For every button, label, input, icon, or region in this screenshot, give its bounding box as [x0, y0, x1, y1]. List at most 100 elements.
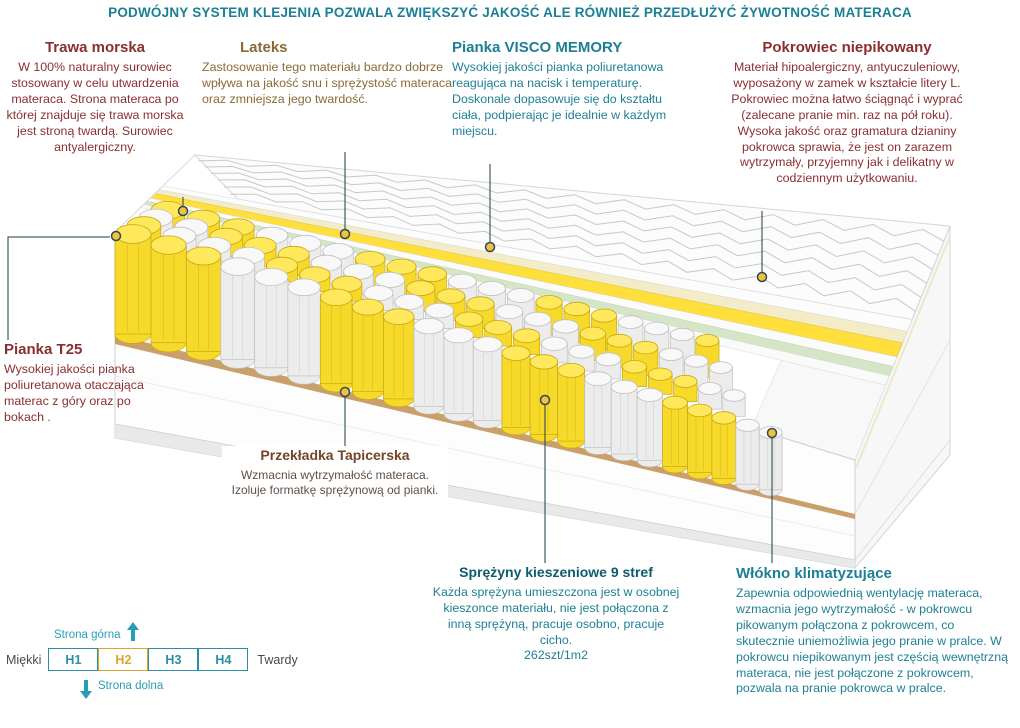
spring-top: [540, 336, 568, 351]
spring-top: [621, 360, 648, 374]
annotation-title: Pokrowiec niepikowany: [762, 39, 932, 56]
annotation-title: Pianka VISCO MEMORY: [452, 39, 623, 56]
leader-lines: [7, 152, 778, 563]
spring-top: [454, 311, 484, 327]
spring-body: [413, 325, 445, 407]
spring-top: [220, 257, 256, 276]
annotation-pianka-visco: Pianka VISCO MEMORY Wysokiej jakości pia…: [452, 38, 684, 140]
spring-top: [436, 288, 466, 304]
spring-top: [591, 308, 618, 323]
arrow-down-icon: [80, 680, 92, 699]
spring-top: [374, 271, 405, 288]
annotation-trawa-morska: Trawa morska W 100% naturalny surowiec s…: [4, 38, 186, 155]
spring-top: [595, 352, 622, 367]
spring-body: [557, 370, 586, 442]
spring-body: [114, 233, 152, 335]
annotation-title: Włókno klimatyzujące: [736, 565, 892, 582]
spring-top: [466, 296, 495, 312]
zigzag-groove: [204, 165, 939, 256]
arrow-up-icon: [126, 622, 139, 641]
zigzag-groove: [230, 193, 916, 312]
zigzag-groove: [198, 159, 945, 242]
hardness-level-h4: H4: [198, 648, 249, 671]
spring-body: [254, 276, 289, 369]
spring-body: [501, 352, 531, 428]
spring-top: [413, 317, 445, 335]
spring-body: [443, 334, 474, 414]
annotation-title: Sprężyny kieszeniowe 9 stref: [459, 564, 653, 580]
spring-top: [722, 389, 746, 402]
annotation-body: W 100% naturalny surowiec stosowany w ce…: [6, 60, 184, 154]
end-face-layer-line: [854, 439, 951, 561]
spring-body: [610, 386, 638, 455]
spring-top: [579, 326, 606, 341]
zigzag-groove: [211, 172, 933, 270]
annotation-title: Trawa morska: [44, 39, 146, 56]
spring-body: [662, 402, 688, 467]
spring-top: [383, 308, 415, 326]
hardness-level-h2: H2: [98, 648, 149, 671]
hardness-level-h3: H3: [148, 648, 199, 671]
spring-top: [394, 293, 424, 310]
spring-top: [386, 258, 417, 275]
spring-top: [472, 336, 503, 353]
spring-top: [351, 298, 384, 316]
bottom-side-label: Strona dolna: [98, 680, 164, 692]
annotation-body: Każda sprężyna umieszczona jest w osobne…: [432, 584, 680, 663]
spring-top: [711, 411, 737, 425]
spring-top: [552, 319, 579, 334]
spring-top: [669, 327, 695, 342]
leader-dot-pianka-visco: [484, 241, 496, 253]
annotation-title: Przekładka Tapicerska: [260, 447, 410, 463]
spring-top: [512, 328, 541, 344]
spring-top: [529, 354, 559, 370]
spring-top: [687, 403, 713, 418]
leader-dot-pianka-t25: [110, 230, 122, 242]
annotation-lateks: Lateks Zastosowanie tego materiału bardz…: [202, 38, 470, 108]
spring-body: [687, 410, 713, 473]
annotation-body: Wzmacnia wytrzymałość materaca. Izoluje …: [231, 467, 439, 498]
spring-top: [662, 395, 688, 410]
leader-dot-przekladka: [339, 386, 351, 398]
annotation-body: Materiał hipoalergiczny, antyuczuleniowy…: [731, 60, 963, 186]
spring-body: [472, 344, 503, 422]
leader-dot-wlokno: [766, 427, 778, 439]
end-face-layer-line: [854, 339, 951, 515]
spring-top: [709, 361, 733, 374]
spring-top: [443, 327, 474, 344]
spring-top: [735, 418, 760, 432]
spring-top: [563, 301, 591, 317]
leader-dot-pokrowiec: [756, 271, 768, 283]
spring-top: [501, 345, 531, 361]
soft-label: Miękki: [6, 652, 42, 667]
leader-dot-lateks: [339, 228, 351, 240]
hardness-level-h1: H1: [48, 648, 99, 671]
annotation-body: Zapewnia odpowiednią wentylację materaca…: [736, 586, 1009, 696]
spring-top: [644, 321, 670, 336]
pocket-springs-row-front: [114, 224, 783, 497]
spring-top: [673, 374, 698, 388]
spring-body: [351, 306, 384, 392]
top-side-label: Strona górna: [54, 629, 121, 641]
annotation-body: Wysokiej jakości pianka poliuretanowa ot…: [4, 362, 144, 424]
spring-body: [758, 432, 783, 491]
spring-body: [711, 417, 737, 479]
spring-top: [495, 304, 524, 320]
annotation-sprezyny: Sprężyny kieszeniowe 9 stref Każda spręż…: [430, 564, 682, 664]
annotation-pokrowiec: Pokrowiec niepikowany Materiał hipoalerg…: [728, 38, 966, 187]
spring-body: [287, 286, 321, 377]
spring-body: [220, 266, 256, 360]
spring-top: [610, 379, 638, 394]
annotation-body: Wysokiej jakości pianka poliuretanowa re…: [452, 60, 667, 138]
spring-top: [417, 266, 447, 282]
top-side-row: Strona górna: [54, 622, 139, 641]
spring-top: [606, 333, 633, 348]
zigzag-grooves: [198, 159, 945, 312]
spring-top: [698, 382, 722, 395]
spring-top: [477, 280, 506, 296]
spring-body: [735, 424, 760, 485]
annotation-title: Lateks: [240, 39, 288, 56]
spring-top: [484, 320, 513, 335]
spring-body: [584, 378, 612, 448]
